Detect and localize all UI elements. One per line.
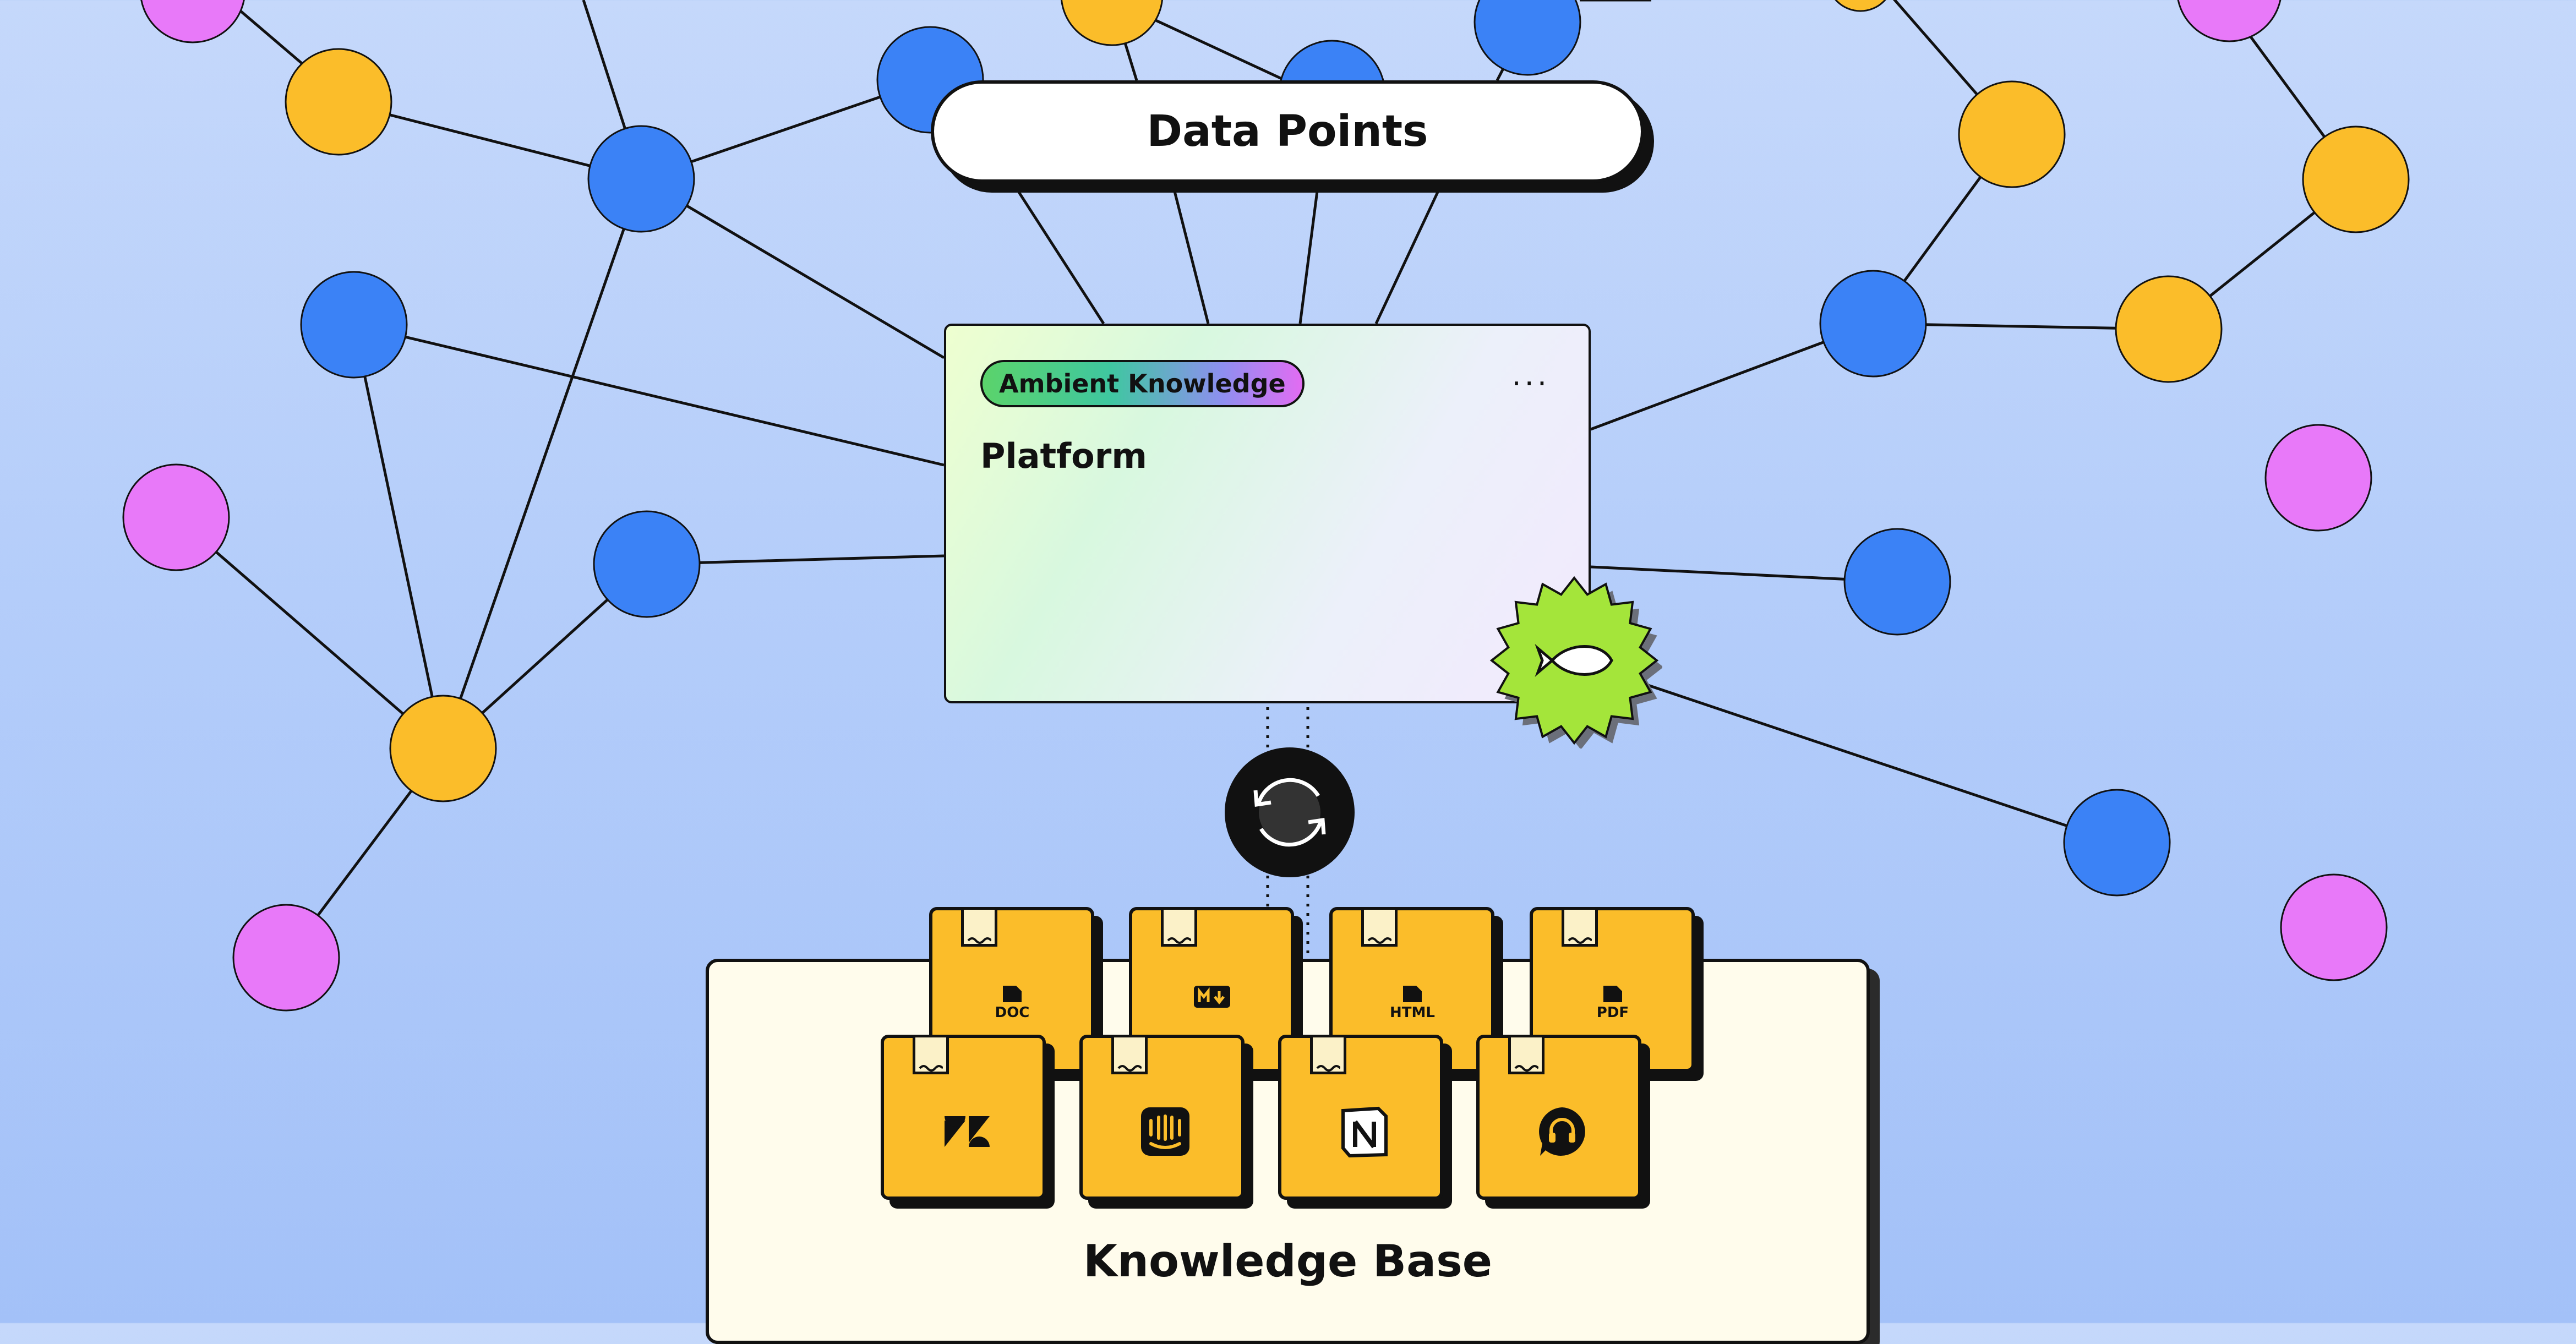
zendesk-icon xyxy=(945,1116,990,1147)
doc-icon: DOC xyxy=(987,985,1037,1021)
sync-button[interactable] xyxy=(1225,747,1355,877)
markdown-icon xyxy=(1187,985,1237,1009)
intercom-box[interactable] xyxy=(1079,1035,1245,1200)
helpdesk-headset-icon xyxy=(1539,1107,1585,1156)
helpdesk-box[interactable] xyxy=(1476,1035,1641,1200)
notion-box[interactable] xyxy=(1278,1035,1443,1200)
ambient-knowledge-badge: Ambient Knowledge xyxy=(980,360,1305,407)
platform-card[interactable]: Ambient Knowledge ... Platform xyxy=(944,324,1591,703)
zendesk-box[interactable] xyxy=(881,1035,1046,1200)
fish-sticker xyxy=(1489,576,1662,749)
intercom-icon xyxy=(1141,1107,1189,1156)
sync-icon xyxy=(1253,778,1326,847)
pdf-icon: PDF xyxy=(1588,985,1638,1021)
notion-icon xyxy=(1341,1106,1388,1158)
fish-icon xyxy=(1535,644,1613,677)
data-points-title: Data Points xyxy=(1147,107,1428,156)
platform-title: Platform xyxy=(980,436,1147,476)
knowledge-base-title: Knowledge Base xyxy=(1083,1236,1492,1287)
badge-label: Ambient Knowledge xyxy=(999,369,1286,398)
data-points-pill: Data Points xyxy=(931,80,1644,183)
html-icon: HTML xyxy=(1388,985,1437,1021)
more-options-button[interactable]: ... xyxy=(1511,358,1550,392)
